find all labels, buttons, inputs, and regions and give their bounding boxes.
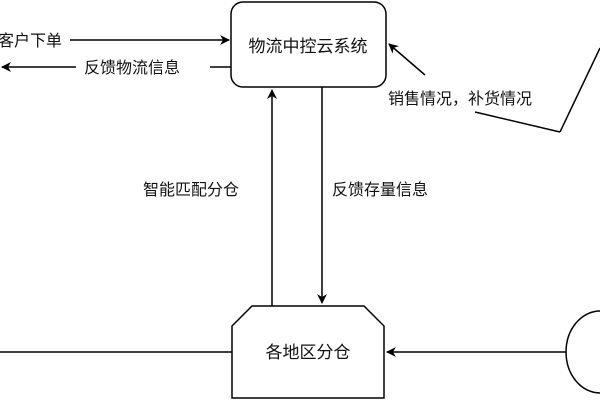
cloud-system-box xyxy=(230,1,387,88)
feedback-stock-label: 反馈存量信息 xyxy=(332,180,428,199)
regional-warehouse-box xyxy=(231,305,385,399)
customer-order-label: 客户下单 xyxy=(0,31,62,50)
node-cloud-system[interactable]: 物流中控云系统 xyxy=(230,1,387,88)
sales-restock-arrow xyxy=(388,43,426,76)
feedback-logistics-label: 反馈物流信息 xyxy=(84,58,180,77)
sales-restock-line-mid xyxy=(474,111,561,133)
edge-feedback-logistics: 反馈物流信息 xyxy=(1,58,231,77)
right-node-partial-circle xyxy=(565,310,600,394)
regional-warehouse-label: 各地区分仓 xyxy=(266,343,351,363)
sales-restock-line-diag xyxy=(559,47,600,133)
edge-right-node-to-warehouse xyxy=(386,310,600,394)
node-regional-warehouse[interactable]: 各地区分仓 xyxy=(231,305,385,399)
edge-feedback-stock: 反馈存量信息 xyxy=(317,87,428,304)
edge-smart-match: 智能匹配分仓 xyxy=(143,89,277,306)
sales-restock-label: 销售情况，补货情况 xyxy=(388,89,532,108)
edge-sales-restock: 销售情况，补货情况 xyxy=(388,43,600,133)
smart-match-label: 智能匹配分仓 xyxy=(143,180,239,199)
cloud-system-label: 物流中控云系统 xyxy=(249,37,368,57)
edge-customer-order: 客户下单 xyxy=(0,31,230,50)
